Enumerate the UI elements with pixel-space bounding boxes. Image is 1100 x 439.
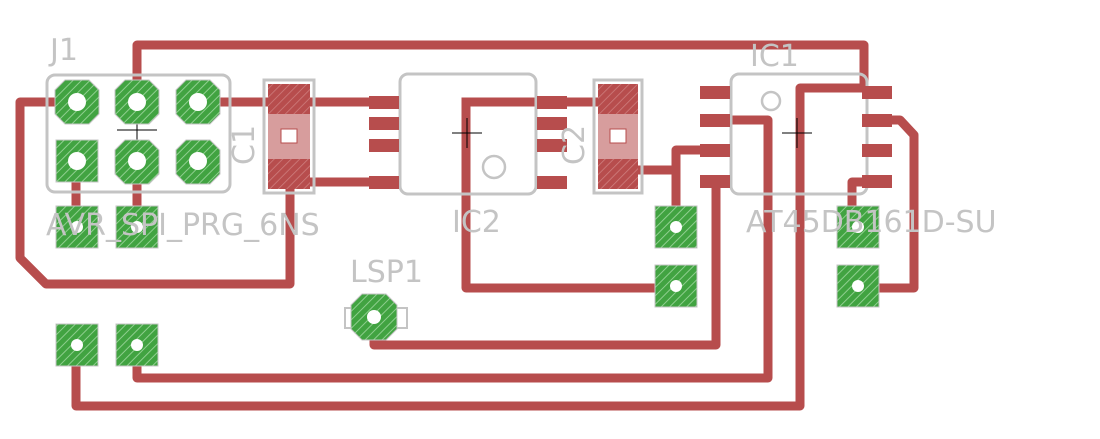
c2-pad-top — [598, 84, 638, 114]
ic1-pins-right — [862, 86, 892, 188]
j1-pin-3 — [114, 139, 160, 185]
ic1-pins-left — [700, 86, 730, 188]
pad-ic1-right-top — [836, 205, 880, 249]
trace-ic1-right — [132, 115, 773, 383]
lsp1-testpoint — [344, 293, 408, 341]
square-pads — [55, 205, 880, 367]
ic2-outline — [398, 72, 538, 196]
label-lsp1: LSP1 — [350, 255, 423, 290]
ic1-outline — [729, 72, 869, 196]
label-j1: J1 — [48, 33, 78, 68]
ic2-pins-right — [537, 96, 567, 189]
trace-j1-left — [15, 97, 295, 289]
pad-ic1-left-top — [654, 205, 698, 249]
trace-ic2-bottom — [461, 97, 681, 293]
j1-pin-6 — [175, 79, 221, 125]
ic1-chip — [700, 72, 892, 196]
pad-j1-below-1 — [55, 205, 99, 249]
c1-glue-mark — [280, 128, 298, 144]
c1-capacitor — [262, 78, 316, 195]
c1-pad-bottom — [268, 159, 310, 189]
trace-bottom — [71, 83, 869, 411]
ic2-pins-left — [369, 96, 399, 189]
pad-ic1-right-bottom — [836, 264, 880, 308]
labels: J1 AVR_SPI_PRG_6NS C1 C2 IC1 AT45DB161D-… — [46, 33, 997, 290]
j1-pin-5 — [175, 139, 221, 185]
j1-outline — [45, 73, 232, 194]
j1-header — [45, 73, 232, 194]
label-c2: C2 — [557, 125, 592, 165]
pad-bottom-left-2 — [115, 323, 159, 367]
pad-ic1-left-bottom — [654, 264, 698, 308]
ic2-chip — [369, 72, 567, 196]
label-ic2: IC2 — [452, 205, 501, 240]
j1-pin-1 — [55, 139, 99, 183]
label-c1: C1 — [227, 125, 262, 165]
c2-glue-mark — [609, 128, 627, 144]
c2-pad-bottom — [598, 159, 638, 189]
label-ic1-value: AT45DB161D-SU — [746, 205, 997, 240]
pad-j1-below-2 — [115, 205, 159, 249]
c2-capacitor — [592, 78, 644, 195]
ic1-pin1-mark — [760, 90, 782, 112]
c1-pad-top — [268, 84, 310, 114]
j1-pin-4 — [114, 79, 160, 125]
j1-pin-2 — [54, 79, 100, 125]
label-ic1: IC1 — [750, 39, 799, 74]
label-j1-value: AVR_SPI_PRG_6NS — [46, 208, 320, 243]
pad-bottom-left-1 — [55, 323, 99, 367]
trace-c2-ic1 — [611, 145, 717, 175]
ic2-pin1-mark — [481, 154, 507, 180]
